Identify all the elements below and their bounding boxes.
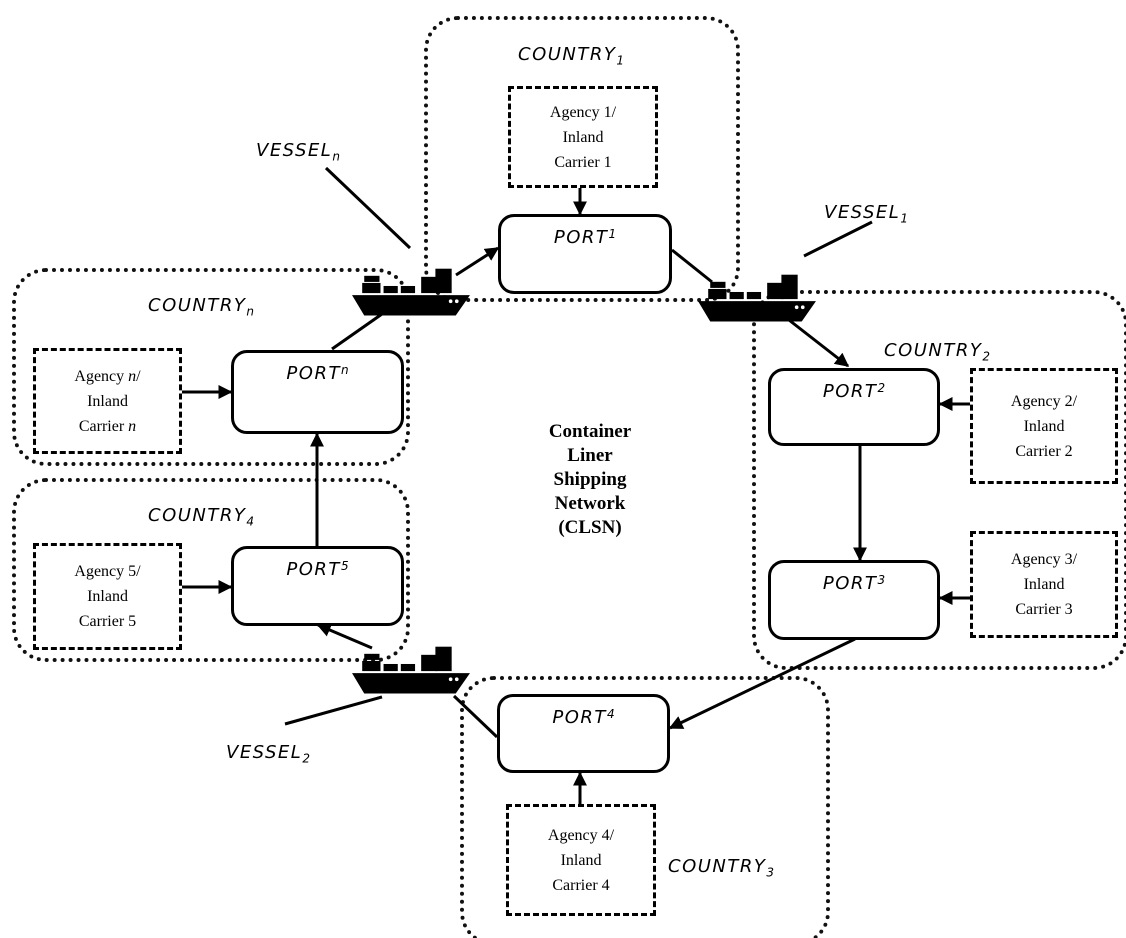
route-port1-vessel1 xyxy=(671,248,713,284)
vessel-2-label: VESSEL2 xyxy=(226,742,310,766)
country-3-label: COUNTRY3 xyxy=(668,856,775,880)
country-1-region xyxy=(424,16,740,302)
route-port4-vessel2 xyxy=(452,694,499,739)
vessel-n-leader xyxy=(324,166,412,250)
country-4-region xyxy=(12,478,410,662)
country-1-label: COUNTRY1 xyxy=(518,44,625,68)
country-3-region xyxy=(460,676,830,938)
vessel-1-label: VESSEL1 xyxy=(824,202,908,226)
vessel-1-leader xyxy=(803,220,873,258)
country-2-label: COUNTRY2 xyxy=(884,340,991,364)
route-portn-vesseln xyxy=(331,312,383,351)
country-n-label: COUNTRYn xyxy=(148,295,254,319)
route-vesseln-port1 xyxy=(455,246,500,277)
vessel-n-ship-icon xyxy=(352,268,470,316)
route-port3-port4 xyxy=(668,637,856,730)
agency-3-box: Agency 3/ Inland Carrier 3 xyxy=(970,531,1118,638)
route-vessel2-port5 xyxy=(316,623,373,650)
country-2-region xyxy=(752,290,1126,670)
network-title: Container Liner Shipping Network (CLSN) xyxy=(548,421,632,538)
vessel-2-leader xyxy=(284,695,383,726)
agency-1-box: Agency 1/ Inland Carrier 1 xyxy=(508,86,658,188)
agency-2-box: Agency 2/ Inland Carrier 2 xyxy=(970,368,1118,484)
route-vessel1-port2 xyxy=(779,311,850,368)
vessel-1-ship-icon xyxy=(698,274,816,322)
country-n-region xyxy=(12,268,410,466)
agency-5-box: Agency 5/ Inland Carrier 5 xyxy=(33,543,182,650)
agency-n-box: Agency n/ Inland Carrier n xyxy=(33,348,182,454)
agency-4-box: Agency 4/ Inland Carrier 4 xyxy=(506,804,656,916)
vessel-2-ship-icon xyxy=(352,646,470,694)
vessel-n-label: VESSELn xyxy=(256,140,340,164)
country-4-label: COUNTRY4 xyxy=(148,505,255,529)
